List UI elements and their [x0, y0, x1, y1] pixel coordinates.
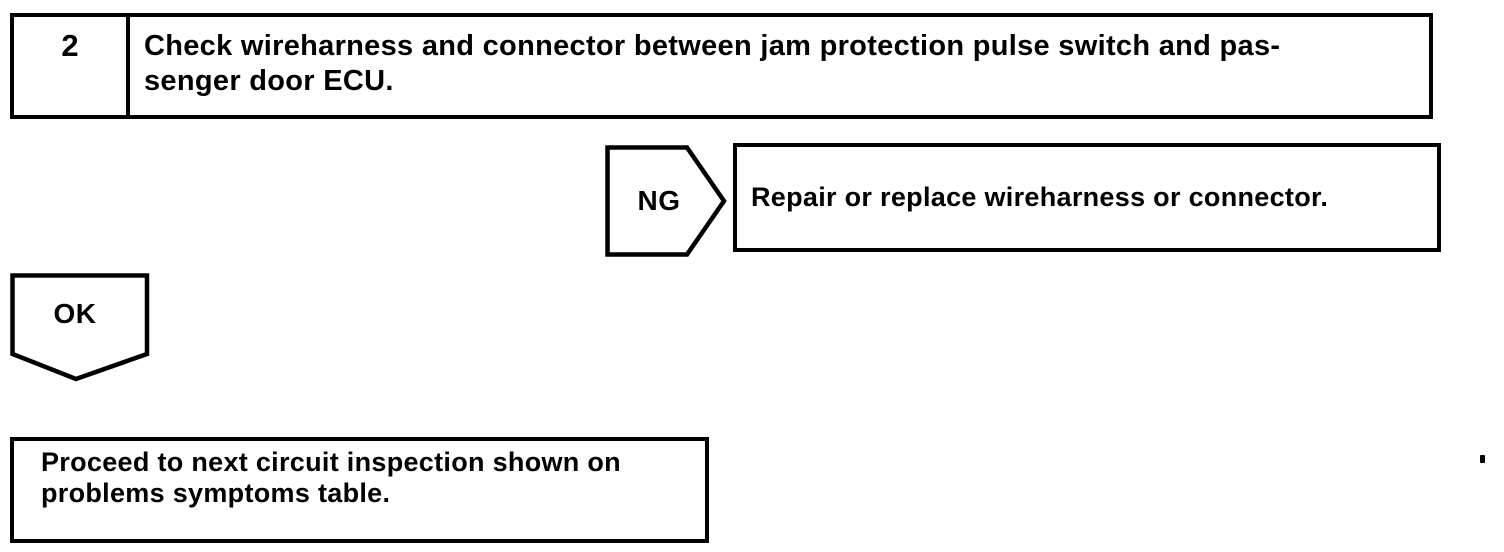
step-instruction-line-1: Check wireharness and connector between …: [144, 30, 1281, 62]
ok-action-box: Proceed to next circuit inspection shown…: [10, 437, 709, 543]
ok-pentagon-icon: [10, 273, 150, 382]
step-number-cell: 2: [14, 17, 130, 115]
ng-action-text: Repair or replace wireharness or connect…: [751, 182, 1329, 212]
ng-label: NG: [637, 185, 681, 216]
ng-pentagon-icon: [605, 145, 727, 257]
ng-action-box: Repair or replace wireharness or connect…: [733, 143, 1441, 252]
ok-action-line-1: Proceed to next circuit inspection shown…: [41, 447, 621, 477]
ok-label: OK: [53, 298, 97, 329]
step-number: 2: [61, 28, 79, 63]
ng-connector-arrow: NG: [605, 145, 727, 257]
step-instruction-line-2: senger door ECU.: [144, 65, 394, 97]
scan-noise-dot: [1480, 455, 1485, 463]
step-instruction: Check wireharness and connector between …: [130, 17, 1280, 115]
step-box: 2 Check wireharness and connector betwee…: [10, 13, 1433, 119]
ok-connector-arrow: OK: [10, 273, 150, 383]
ok-action-line-2: problems symptoms table.: [41, 478, 391, 508]
